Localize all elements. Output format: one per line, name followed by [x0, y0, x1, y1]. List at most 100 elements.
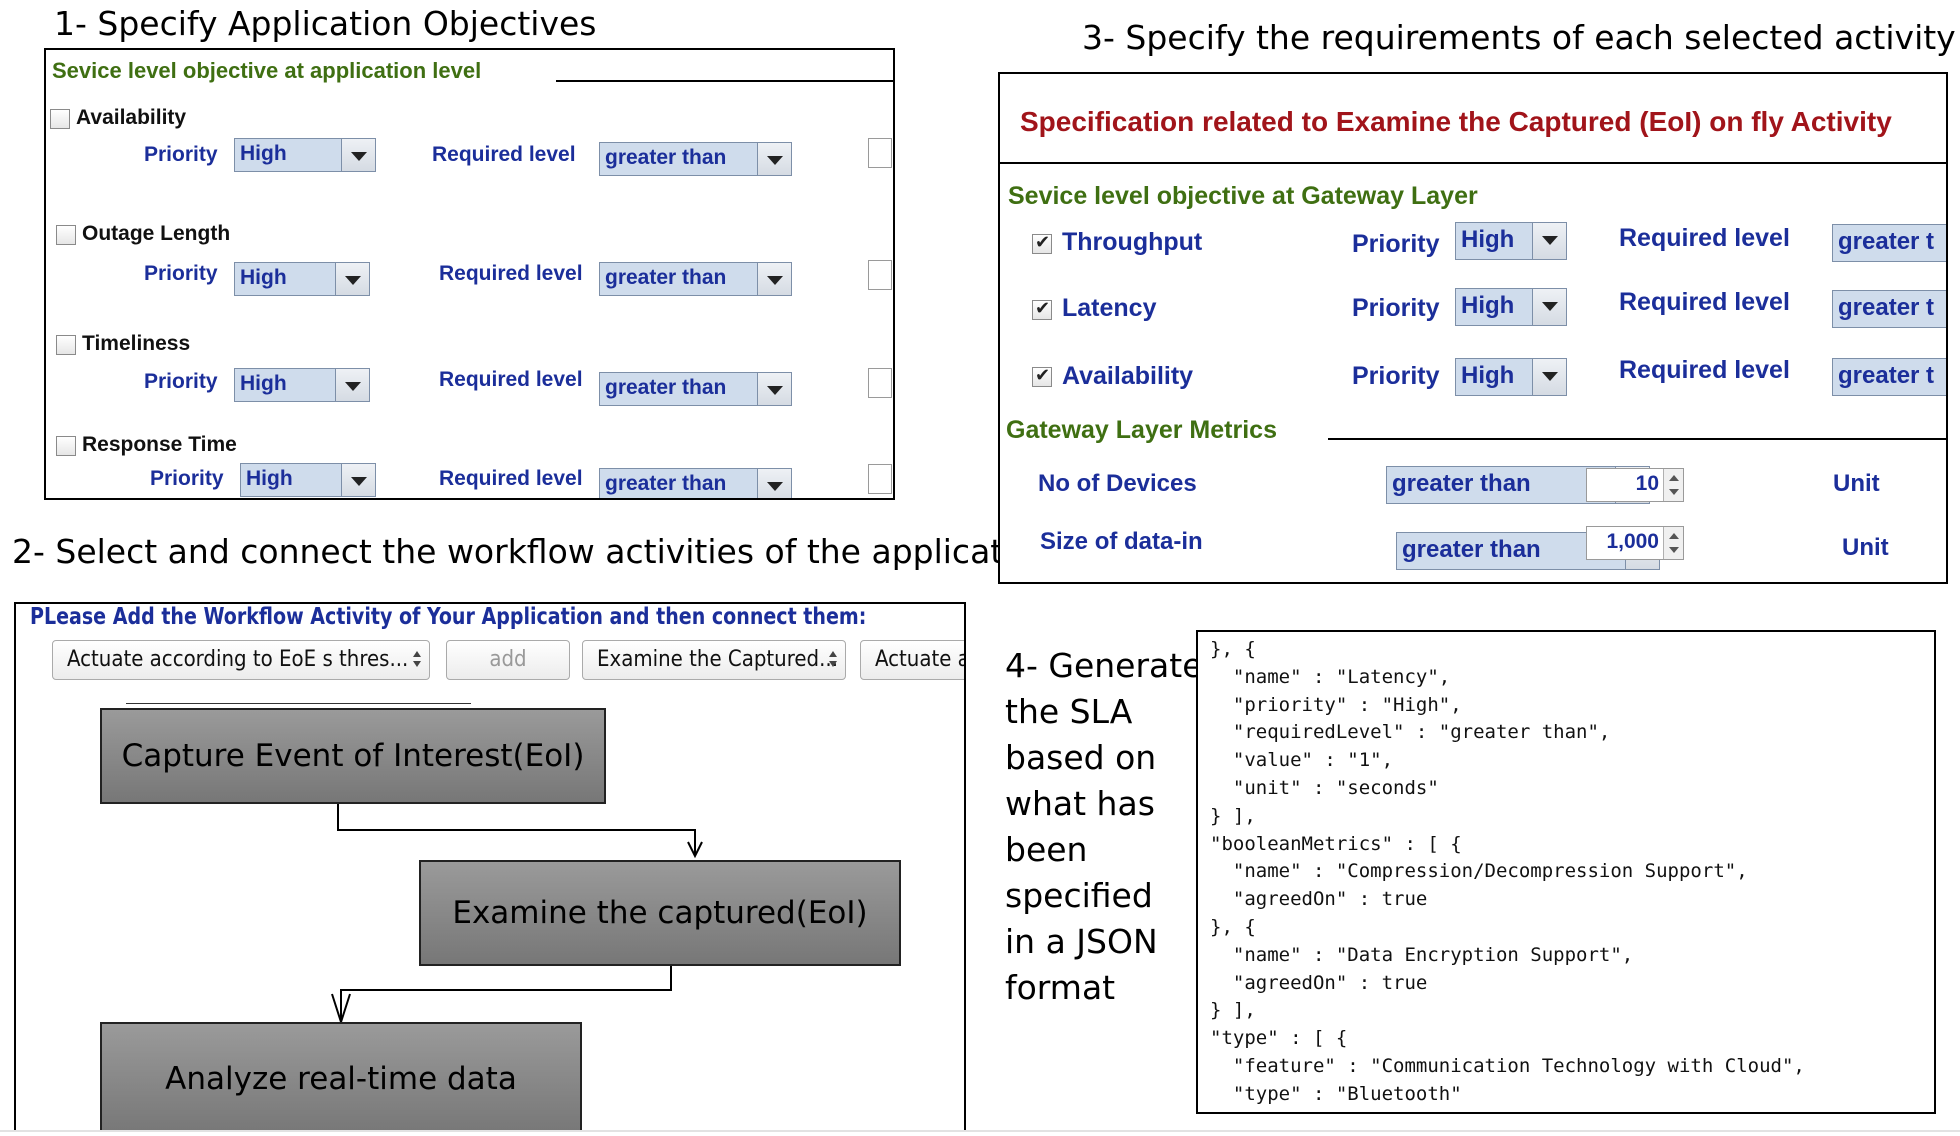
- bottom-edge: [0, 1130, 1960, 1132]
- step4-line: in a JSON: [1005, 922, 1158, 961]
- json-line: "type" : "Bluetooth": [1210, 1082, 1462, 1105]
- step3-heading: 3- Specify the requirements of each sele…: [1082, 18, 1956, 57]
- add-button[interactable]: add: [446, 640, 570, 680]
- metric-label: No of Devices: [1038, 470, 1197, 497]
- activity-select-3[interactable]: Actuate ac: [860, 640, 964, 680]
- priority-dropdown[interactable]: High: [240, 463, 376, 497]
- workflow-node-examine[interactable]: Examine the captured(EoI): [419, 860, 901, 966]
- updown-icon: [413, 649, 423, 671]
- value-input[interactable]: [868, 260, 892, 290]
- priority-dropdown[interactable]: High: [234, 138, 376, 172]
- workflow-node-analyze[interactable]: Analyze real-time data: [100, 1022, 582, 1130]
- timeliness-checkbox[interactable]: [56, 335, 76, 355]
- chevron-down-icon: [757, 469, 791, 498]
- arrow-head-icon: [687, 841, 703, 859]
- json-line: "name" : "Compression/Decompression Supp…: [1210, 860, 1748, 883]
- step4-line: been: [1005, 830, 1088, 869]
- json-line: "unit" : "seconds": [1210, 776, 1439, 799]
- json-line: "feature" : "Communication Technology wi…: [1210, 1054, 1805, 1077]
- value-input[interactable]: [868, 464, 892, 494]
- required-level-dropdown[interactable]: greater t: [1832, 290, 1946, 328]
- activity-panel-title: Specification related to Examine the Cap…: [1020, 106, 1892, 137]
- required-level-dropdown[interactable]: greater than: [599, 372, 792, 406]
- required-level-label: Required level: [1619, 356, 1790, 384]
- required-level-label: Required level: [439, 368, 583, 391]
- priority-dropdown[interactable]: High: [234, 262, 370, 296]
- activity-requirements-panel: Specification related to Examine the Cap…: [998, 72, 1948, 584]
- step2-heading: 2- Select and connect the workflow activ…: [12, 532, 1054, 571]
- priority-dropdown[interactable]: High: [1455, 222, 1567, 260]
- workflow-node-capture[interactable]: Capture Event of Interest(EoI): [100, 708, 606, 804]
- json-line: "type" : [ {: [1210, 1027, 1348, 1050]
- metric-value-stepper[interactable]: 10: [1586, 468, 1684, 502]
- json-line: } ],: [1210, 804, 1256, 827]
- stepper-arrows-icon[interactable]: [1663, 527, 1683, 559]
- step4-line: format: [1005, 968, 1116, 1007]
- chevron-down-icon: [757, 143, 791, 175]
- availability-gateway-checkbox[interactable]: [1032, 365, 1052, 387]
- metric-value-stepper[interactable]: 1,000: [1586, 526, 1684, 560]
- required-level-dropdown[interactable]: greater than: [599, 262, 792, 296]
- chevron-down-icon: [335, 263, 369, 295]
- objective-label: Availability: [76, 106, 187, 129]
- json-line: "value" : "1",: [1210, 749, 1394, 772]
- outage-length-checkbox[interactable]: [56, 225, 76, 245]
- value-input[interactable]: [868, 138, 892, 168]
- value-input[interactable]: [868, 368, 892, 398]
- required-level-dropdown[interactable]: greater t: [1832, 224, 1946, 262]
- workflow-panel: PLease Add the Workflow Activity of Your…: [14, 602, 966, 1132]
- json-output-panel: }, { "name" : "Latency", "priority" : "H…: [1196, 630, 1936, 1114]
- connector-1: [337, 802, 696, 856]
- updown-icon: [829, 649, 839, 671]
- step4-line: based on: [1005, 738, 1157, 777]
- step4-line: what has: [1005, 784, 1155, 823]
- step4-line: specified: [1005, 876, 1153, 915]
- metric-label: Size of data-in: [1040, 528, 1203, 555]
- throughput-checkbox[interactable]: [1032, 232, 1052, 254]
- priority-label: Priority: [144, 262, 218, 285]
- objective-label: Outage Length: [82, 222, 231, 245]
- priority-label: Priority: [1352, 294, 1440, 322]
- unit-label: Unit: [1833, 470, 1880, 497]
- required-level-label: Required level: [1619, 288, 1790, 316]
- objective-label: Response Time: [82, 433, 237, 456]
- activity-select-2[interactable]: Examine the Captured...: [582, 640, 846, 680]
- json-line: "requiredLevel" : "greater than",: [1210, 721, 1611, 744]
- json-line: "agreedOn" : true: [1210, 888, 1428, 911]
- unit-label: Unit: [1842, 534, 1889, 561]
- chevron-down-icon: [1532, 359, 1566, 395]
- gateway-metrics-title: Gateway Layer Metrics: [1006, 416, 1277, 444]
- required-level-label: Required level: [439, 467, 583, 490]
- chevron-down-icon: [341, 139, 375, 171]
- gateway-objective-label: Availability: [1062, 362, 1194, 390]
- priority-dropdown[interactable]: High: [1455, 358, 1567, 396]
- json-line: } ],: [1210, 999, 1256, 1022]
- priority-dropdown[interactable]: High: [234, 368, 370, 402]
- gateway-objective-title: Sevice level objective at Gateway Layer: [1008, 182, 1478, 210]
- priority-label: Priority: [1352, 230, 1440, 258]
- json-line: "priority" : "High",: [1210, 693, 1462, 716]
- title-rule: [556, 80, 893, 82]
- step1-heading: 1- Specify Application Objectives: [54, 4, 597, 43]
- stepper-arrows-icon[interactable]: [1663, 469, 1683, 501]
- chevron-down-icon: [1532, 223, 1566, 259]
- json-line: "booleanMetrics" : [ {: [1210, 832, 1462, 855]
- priority-dropdown[interactable]: High: [1455, 288, 1567, 326]
- required-level-dropdown[interactable]: greater t: [1832, 358, 1946, 396]
- priority-label: Priority: [150, 467, 224, 490]
- latency-checkbox[interactable]: [1032, 298, 1052, 320]
- response-time-checkbox[interactable]: [56, 436, 76, 456]
- json-code-block: }, { "name" : "Latency", "priority" : "H…: [1210, 636, 1805, 1109]
- json-line: "agreedOn" : true: [1210, 971, 1428, 994]
- required-level-dropdown[interactable]: greater than: [599, 142, 792, 176]
- chevron-down-icon: [341, 464, 375, 496]
- chevron-down-icon: [335, 369, 369, 401]
- required-level-dropdown[interactable]: greater than: [599, 468, 792, 498]
- step4-line: the SLA: [1005, 692, 1133, 731]
- panel-divider: [1000, 162, 1946, 164]
- step4-heading: 4- Generate the SLA based on what has be…: [1005, 643, 1203, 1011]
- availability-checkbox[interactable]: [50, 109, 70, 129]
- activity-select[interactable]: Actuate according to EoE s thres...: [52, 640, 430, 680]
- chevron-down-icon: [757, 373, 791, 405]
- connector-2: [340, 963, 672, 1022]
